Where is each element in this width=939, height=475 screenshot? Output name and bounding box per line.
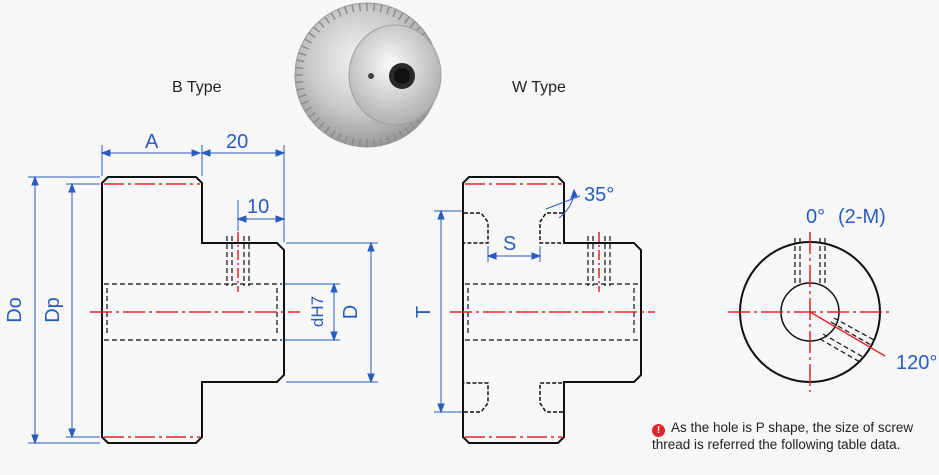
dim-do-label: Do xyxy=(3,297,26,323)
dim-t-label: T xyxy=(413,305,436,319)
dim-dh7-label: dH7 xyxy=(308,295,328,328)
note-text: As the hole is P shape, the size of scre… xyxy=(652,420,914,452)
exclamation-icon: ! xyxy=(652,424,665,437)
pulley-photo xyxy=(294,2,442,148)
dim-20-label: 20 xyxy=(226,131,249,153)
angle-0-label: 0° xyxy=(806,206,826,228)
dim-10-label: 10 xyxy=(247,196,270,218)
dim-s-label: S xyxy=(503,233,517,255)
screw-thread-note: !As the hole is P shape, the size of scr… xyxy=(652,420,937,453)
w-type-drawing xyxy=(434,176,655,444)
two-m-label: (2-M) xyxy=(838,206,886,228)
b-type-label: B Type xyxy=(172,79,222,96)
end-view-drawing xyxy=(728,232,892,392)
dim-a-label: A xyxy=(145,131,159,153)
b-type-drawing xyxy=(28,145,378,445)
angle-120-label: 120° xyxy=(896,352,938,374)
w-type-label: W Type xyxy=(512,79,566,96)
dim-d-label: D xyxy=(340,304,363,320)
angle-35-label: 35° xyxy=(584,184,615,206)
dim-dp-label: Dp xyxy=(41,297,64,323)
